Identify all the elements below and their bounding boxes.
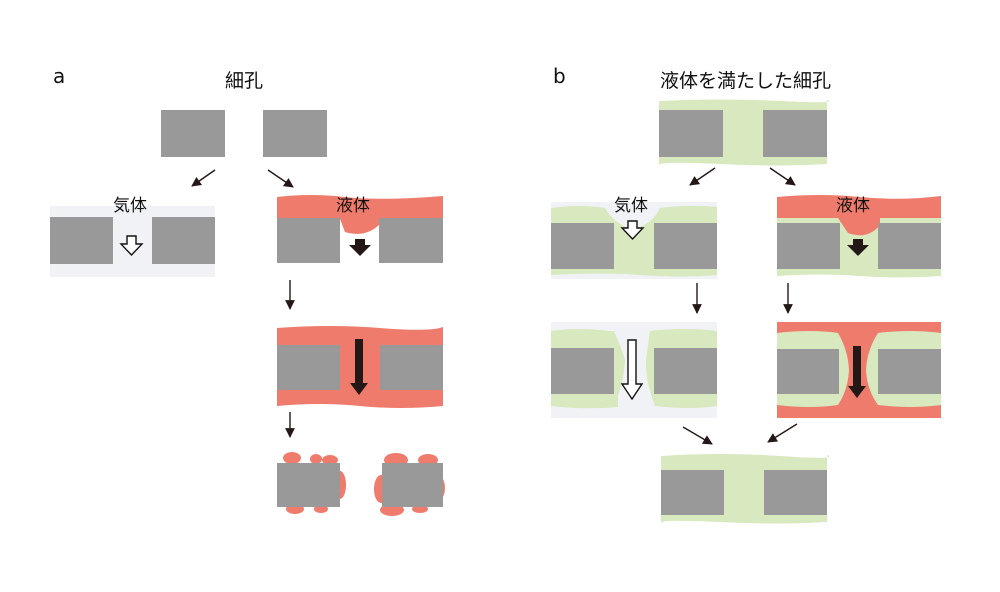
long-down-arrow-icon [350,339,368,395]
pore-wall-left [161,110,225,157]
panel-a [50,110,445,516]
hollow-down-arrow-icon [119,235,144,257]
pore-wall-left [661,470,724,515]
solid-down-arrow-icon [349,239,371,256]
pore-wall-right [654,223,717,269]
flow-arrow-to-liquid [267,169,294,188]
pore-wall-left [551,223,614,269]
panel-a-letter: a [53,64,66,88]
flow-arrow-to-gas [191,169,216,187]
panel-b-title: 液体を満たした細孔 [660,70,832,92]
pore-wall-right [379,218,443,263]
pore-wall-right [878,223,941,269]
pore-wall-left [777,223,840,269]
droplet-pore [277,452,445,516]
hollow-down-arrow-icon [620,220,645,241]
hollow-long-down-arrow-icon [620,339,644,401]
panel-b [551,99,941,524]
panel-b-liquid-label: 液体 [836,196,870,216]
pore-wall-right [764,470,827,515]
pore-wall-right [382,463,443,507]
pore-wall-right [878,349,941,394]
liquid-displacement-pore [777,195,941,278]
pore-wall-right [263,110,327,157]
pore-wall-left [50,217,113,264]
pore-wall-left [659,110,723,157]
flow-arrow-converge [767,423,798,443]
liquid-layer [777,195,941,236]
pore-wall-right [654,348,717,394]
panel-a-gas-label: 気体 [113,196,147,216]
liquid-filled-pore [277,326,443,408]
flow-arrow-to-liquid [769,167,796,186]
panel-b-gas-label: 気体 [614,196,648,216]
panel-a-title: 細孔 [225,70,264,92]
pore-wall-left [277,218,340,263]
pore-wall-left [777,349,839,394]
pore-wall-right [152,217,215,264]
panel-a-liquid-label: 液体 [336,196,370,216]
pore-wall-right [380,345,443,390]
gas-displacement-pore [551,202,717,279]
pore-wall-left [277,345,340,390]
flow-arrow-converge [682,426,713,445]
empty-pore [161,110,327,157]
liquid-through-pore [777,322,941,418]
gas-intrusion-pore [50,206,215,277]
flow-arrow-to-gas [689,167,716,186]
refilled-pore [660,454,830,524]
liquid-layer [277,195,443,234]
pore-wall-right [763,110,827,157]
liquid-on-pore [277,195,443,263]
pore-wall-left [277,463,340,507]
pore-wall-left [551,348,614,394]
gas-through-pore [551,322,717,418]
solid-down-arrow-icon [847,239,869,256]
filled-pore [659,99,830,166]
panel-b-letter: b [553,64,566,88]
long-down-arrow-icon [848,346,866,398]
